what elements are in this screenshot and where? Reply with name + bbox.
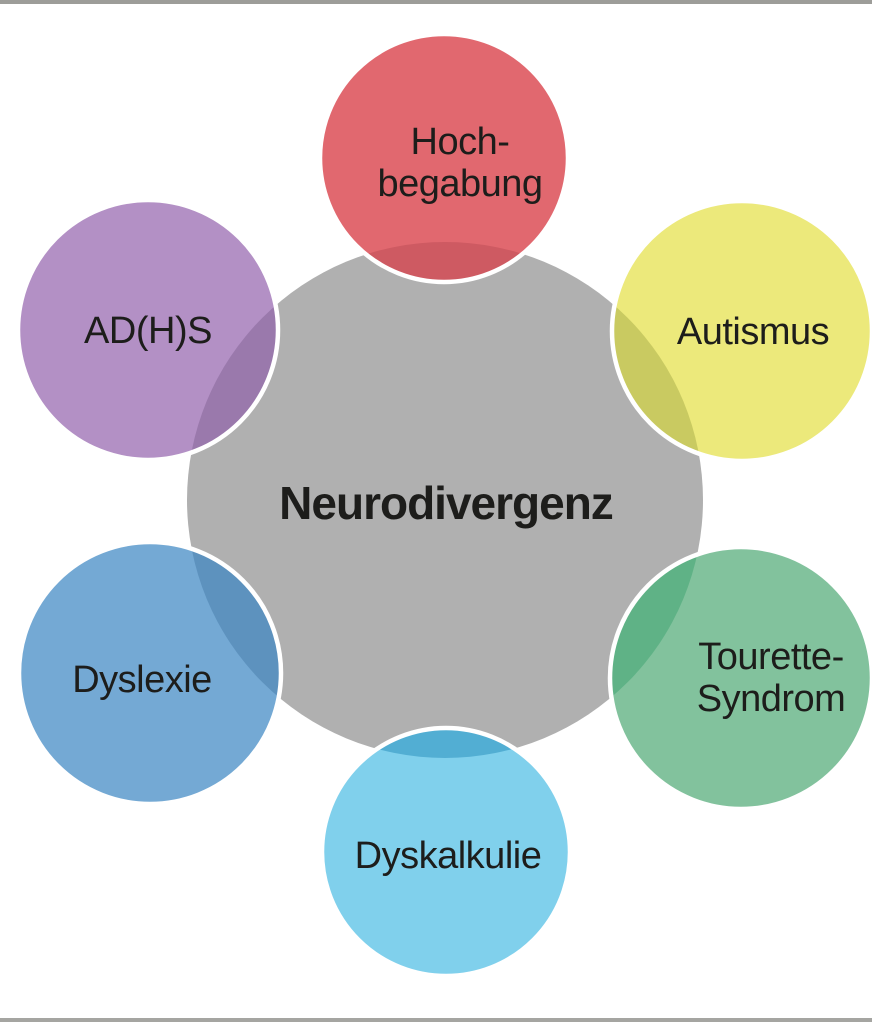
node-circle-hochbegabung	[320, 34, 568, 282]
label-hochbegabung: Hoch- begabung	[377, 121, 543, 205]
label-dyslexie: Dyslexie	[72, 659, 212, 701]
node-autismus	[609, 198, 872, 464]
center-circle-neurodivergenz	[187, 242, 703, 758]
label-line: begabung	[377, 163, 543, 205]
bottom-rule-divider	[0, 1018, 872, 1022]
node-outline-dyskalkulie	[319, 725, 573, 979]
center-label-neurodivergenz: Neurodivergenz	[279, 476, 614, 529]
label-line: Tourette-	[698, 636, 844, 678]
label-line: Hoch-	[410, 121, 510, 163]
center-label-text: Neurodivergenz	[279, 476, 614, 529]
label-line: Autismus	[676, 311, 830, 353]
node-dyslexie	[16, 539, 284, 807]
label-autismus: Autismus	[676, 311, 830, 353]
node-dyskalkulie	[319, 725, 573, 979]
label-dyskalkulie: Dyskalkulie	[355, 835, 542, 877]
label-adhs: AD(H)S	[84, 310, 212, 352]
node-circle-dyskalkulie	[322, 728, 570, 976]
node-tourette	[607, 544, 872, 812]
label-line: Syndrom	[696, 678, 846, 720]
node-hochbegabung	[317, 31, 571, 285]
node-adhs	[15, 197, 281, 463]
node-outline-tourette	[607, 544, 872, 812]
node-outline-autismus	[609, 198, 872, 464]
node-outline-adhs	[15, 197, 281, 463]
node-outline-hochbegabung	[317, 31, 571, 285]
node-outline-dyslexie	[16, 539, 284, 807]
label-line: Dyskalkulie	[354, 835, 542, 877]
top-rule-divider	[0, 0, 872, 4]
label-line: AD(H)S	[84, 310, 212, 352]
label-tourette: Tourette- Syndrom	[697, 636, 846, 720]
label-line: Dyslexie	[72, 659, 212, 701]
